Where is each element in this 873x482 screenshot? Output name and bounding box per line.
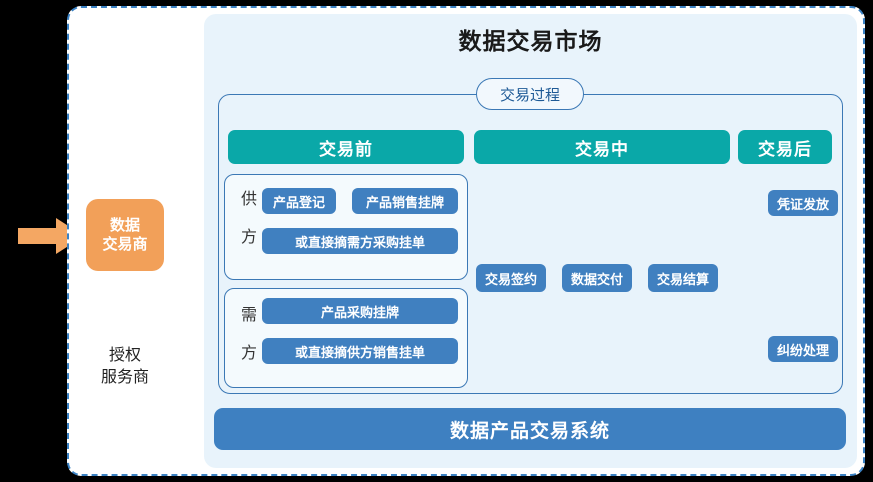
stage-header-post-transaction[interactable]: 交易后 [738,130,832,164]
supply-party-label-line1: 供 [240,191,257,208]
stage-header-pre-transaction[interactable]: 交易前 [228,130,464,164]
data-trader-node-line1: 数据 [109,216,140,234]
stage-header-during-transaction[interactable]: 交易中 [474,130,730,164]
authorized-service-provider-label: 授权 服务商 [72,345,178,388]
data-trader-node-line2: 交易商 [102,236,148,253]
outcome-certificate-issuance[interactable]: 凭证发放 [768,190,838,216]
step-product-sale-listing[interactable]: 产品销售挂牌 [352,188,458,214]
step-data-delivery[interactable]: 数据交付 [562,264,632,292]
step-transaction-settlement[interactable]: 交易结算 [648,264,718,292]
step-product-purchase-listing[interactable]: 产品采购挂牌 [262,298,458,324]
supply-party-label-line2: 方 [240,229,257,246]
transaction-process-legend: 交易过程 [476,78,584,110]
outcome-dispute-resolution[interactable]: 纠纷处理 [768,336,838,362]
step-demand-direct-take-supply-order[interactable]: 或直接摘供方销售挂单 [262,338,458,364]
authorized-service-provider-line2: 服务商 [100,368,149,386]
step-transaction-signing[interactable]: 交易签约 [476,264,546,292]
page-title: 数据交易市场 [458,28,603,54]
data-trader-node[interactable]: 数据 交易商 [86,199,164,271]
authorized-service-provider-line1: 授权 [108,347,141,364]
demand-party-label-line2: 方 [240,345,257,362]
demand-party-label-line1: 需 [240,307,257,324]
step-supply-direct-take-demand-order[interactable]: 或直接摘需方采购挂单 [262,228,458,254]
step-product-registration[interactable]: 产品登记 [262,188,336,214]
data-product-trading-system-bar[interactable]: 数据产品交易系统 [214,408,846,450]
